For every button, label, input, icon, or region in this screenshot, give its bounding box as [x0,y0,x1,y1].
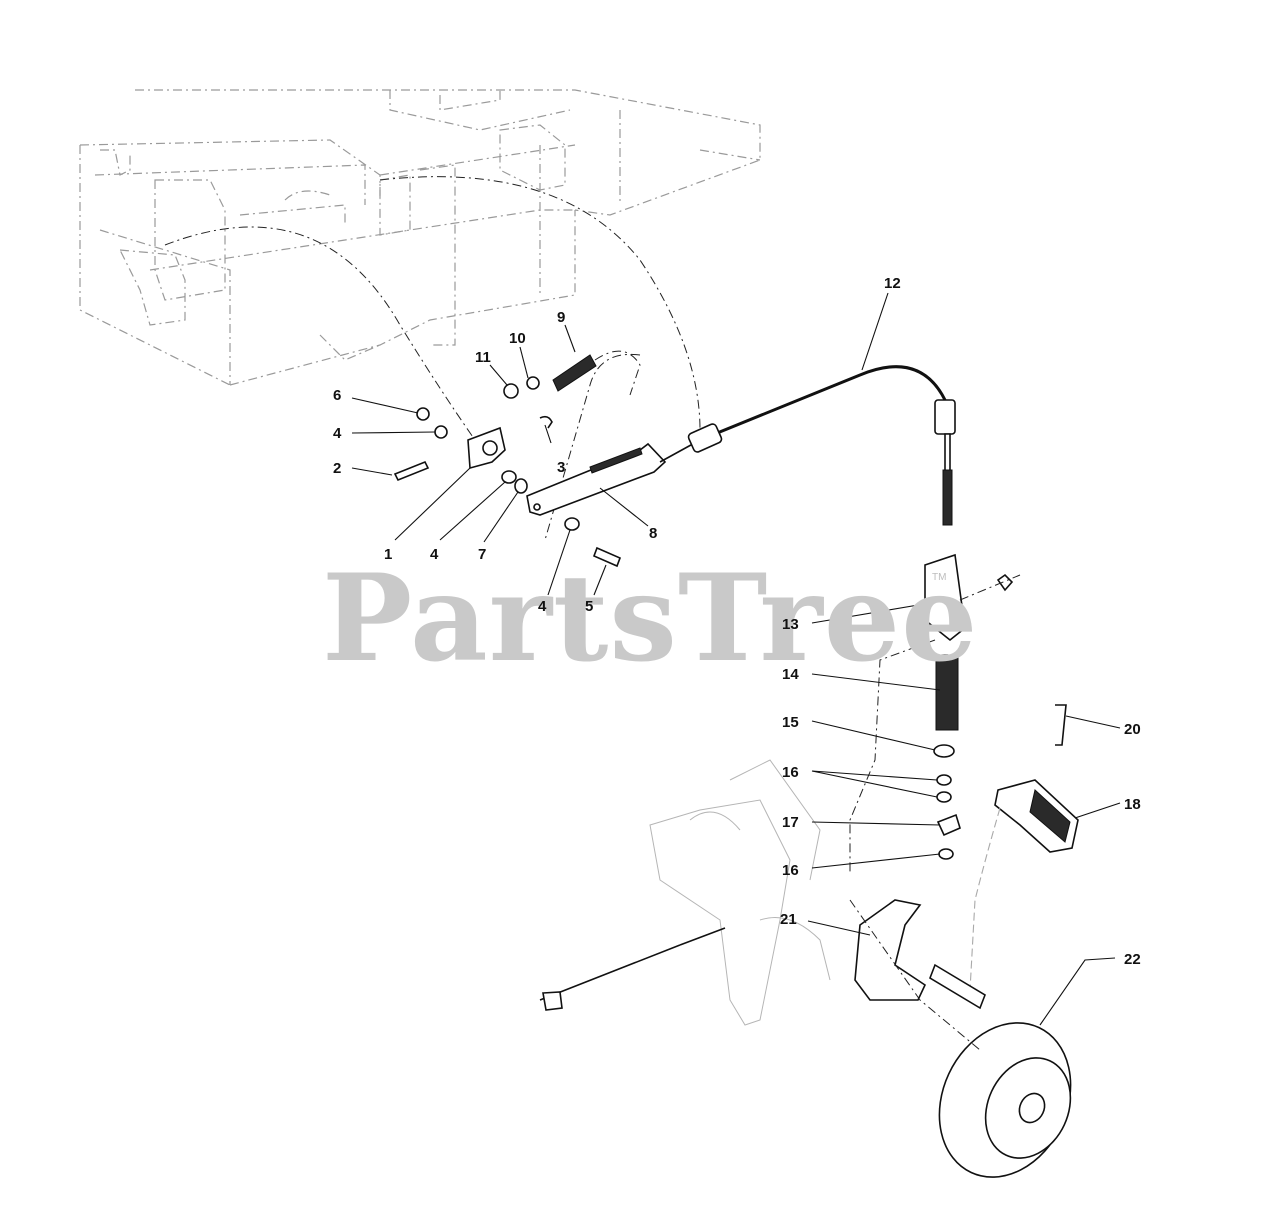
cotter-pin-part-20 [1055,704,1067,746]
assembly-guide-lines [164,176,701,541]
callout-7: 7 [478,546,486,563]
leader-lines [351,292,1121,1026]
callout-labels: 12 9 10 11 6 4 2 3 1 4 7 8 4 5 13 14 15 … [333,275,1141,968]
pin-part-17 [936,813,961,837]
callout-13: 13 [782,616,799,633]
callout-4: 4 [333,425,342,442]
bracket-part-13 [924,553,966,642]
nut-part-11 [503,383,519,399]
cable-tension-assembly [849,553,1021,875]
brake-cable-part-12 [659,365,956,526]
tractor-frame [79,89,761,386]
callout-4: 4 [538,598,547,615]
bushing-part-7 [514,478,528,494]
callout-20: 20 [1124,721,1141,738]
washer-part-15 [933,744,955,758]
bolt-part-5 [592,546,622,568]
callout-9: 9 [557,309,565,326]
watermark-trademark: TM [932,572,946,583]
nut-part-6 [416,407,430,421]
callout-6: 6 [333,387,341,404]
callout-11: 11 [475,349,491,366]
pin-part-2 [393,460,430,482]
callout-14: 14 [782,666,799,683]
transaxle-housing [649,759,831,1026]
watermark: PartsTree TM [322,548,978,689]
callout-16: 16 [782,862,799,879]
callout-17: 17 [782,814,799,831]
callout-8: 8 [649,525,657,542]
callout-3: 3 [557,459,565,476]
callout-2: 2 [333,460,341,477]
callout-15: 15 [782,714,799,731]
caliper-assembly [969,704,1079,991]
watermark-text: PartsTree [322,548,978,689]
spring-part-14 [935,654,959,731]
callout-16: 16 [782,764,799,781]
callout-10: 10 [509,330,526,347]
callout-12: 12 [884,275,901,292]
callout-5: 5 [585,598,593,615]
callout-4: 4 [430,546,439,563]
callout-1: 1 [384,546,392,563]
lever-arm-part-8 [526,442,667,516]
clip-part-3 [539,415,553,429]
spring-part-9 [552,354,597,392]
caliper-bracket-part-21 [854,899,986,1010]
long-bolt [539,927,726,1011]
brake-disc-part-22 [849,899,1072,1178]
callout-21: 21 [780,911,797,928]
callout-18: 18 [1124,796,1141,813]
callout-22: 22 [1124,951,1141,968]
brake-lever-assembly [393,350,667,568]
